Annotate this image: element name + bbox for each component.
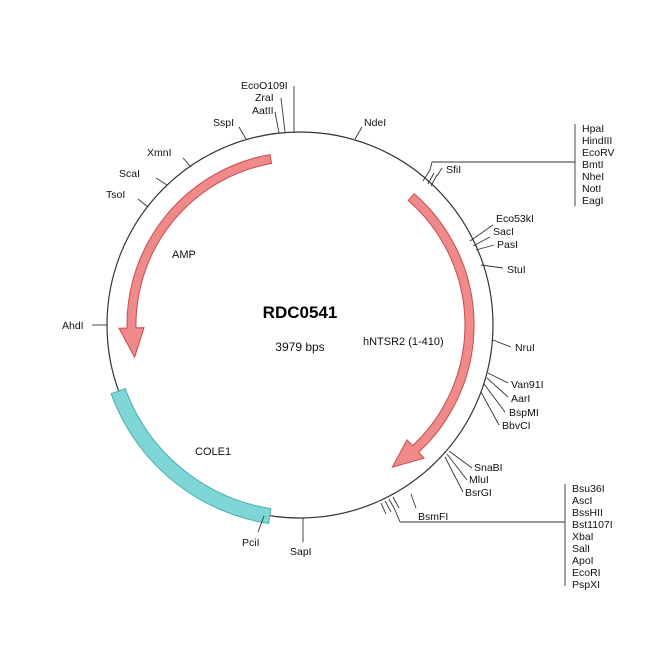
- site-label-sspi: SspI: [213, 117, 234, 129]
- site-label-snabi: SnaBI: [474, 462, 503, 474]
- mcs1-site-label: NotI: [582, 183, 601, 195]
- site-label-sfii: SfiI: [446, 164, 461, 176]
- mcs1-site-label: HindIII: [582, 135, 612, 147]
- mcs2-site-label: BssHII: [572, 507, 603, 519]
- site-label-bbvci: BbvCI: [502, 420, 531, 432]
- mcs2-site-label: XbaI: [572, 531, 594, 543]
- feature-hntsr2-arrow: [391, 192, 475, 469]
- mcs1-site-label: BmtI: [582, 159, 604, 171]
- mcs1-site-label: NheI: [582, 171, 604, 183]
- site-label-zrai: ZraI: [255, 92, 274, 104]
- site-label-aari: AarI: [511, 393, 530, 405]
- site-label-tsoi: TsoI: [106, 189, 125, 201]
- feature-amp-arrow: [118, 154, 273, 359]
- mcs2-site-label: SalI: [572, 543, 590, 555]
- plasmid-size: 3979 bps: [275, 340, 324, 354]
- site-label-saci: SacI: [493, 226, 514, 238]
- site-label-nrui: NruI: [515, 342, 535, 354]
- site-label-mlui: MluI: [469, 474, 489, 486]
- feature-label-cole1: COLE1: [195, 446, 231, 458]
- mcs2-site-label: EcoRI: [572, 567, 601, 579]
- site-label-xmni: XmnI: [147, 147, 172, 159]
- site-label-stui: StuI: [507, 264, 526, 276]
- feature-label-hntsr2: hNTSR2 (1-410): [363, 336, 444, 348]
- feature-label-amp: AMP: [172, 249, 196, 261]
- site-label-pasi: PasI: [497, 239, 518, 251]
- mcs-group-2: Bsu36I AscI BssHII Bst1107I XbaI SalI Ap…: [572, 483, 613, 591]
- mcs1-site-label: EcoRV: [582, 147, 615, 159]
- site-label-aatii: AatII: [252, 105, 274, 117]
- site-label-bsmfi: BsmFI: [418, 511, 448, 523]
- mcs2-site-label: AscI: [572, 495, 592, 507]
- site-label-van91i: Van91I: [511, 379, 544, 391]
- site-label-scai: ScaI: [119, 168, 140, 180]
- site-label-bspmi: BspMI: [509, 407, 539, 419]
- site-label-ndei: NdeI: [364, 117, 386, 129]
- mcs2-site-label: PspXI: [572, 579, 600, 591]
- site-ticks: [92, 86, 576, 586]
- site-label-bsrgi: BsrGI: [465, 487, 492, 499]
- restriction-site-labels: EcoO109I ZraI AatII SspI XmnI ScaI TsoI …: [62, 80, 544, 558]
- site-label-ecoo109i: EcoO109I: [241, 80, 288, 92]
- site-label-sapi: SapI: [290, 546, 312, 558]
- site-label-ahdi: AhdI: [62, 320, 84, 332]
- mcs2-site-label: ApoI: [572, 555, 594, 567]
- mcs2-site-label: Bsu36I: [572, 483, 605, 495]
- mcs1-site-label: EagI: [582, 195, 604, 207]
- mcs-group-1: HpaI HindIII EcoRV BmtI NheI NotI EagI: [582, 123, 615, 207]
- site-label-pcii: PciI: [242, 537, 260, 549]
- mcs2-site-label: Bst1107I: [572, 519, 613, 531]
- site-label-eco53ki: Eco53kI: [496, 213, 534, 225]
- plasmid-name: RDC0541: [263, 303, 338, 322]
- mcs1-site-label: HpaI: [582, 123, 604, 135]
- feature-cole1-block: [110, 387, 272, 525]
